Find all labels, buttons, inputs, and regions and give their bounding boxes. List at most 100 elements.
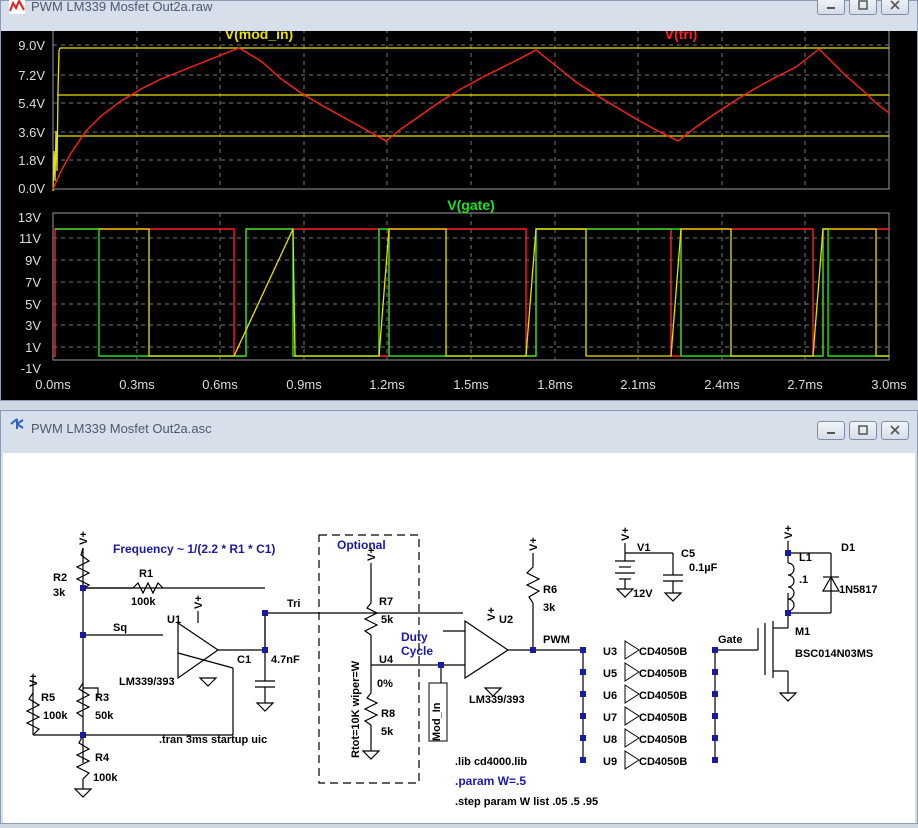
c5-ref[interactable]: C5 — [681, 548, 695, 560]
param-directive[interactable]: .param W=.5 — [455, 774, 526, 788]
buffer-part: CD4050B — [639, 756, 687, 768]
duty-label: Duty — [401, 630, 428, 644]
buffer-triangles — [624, 640, 640, 770]
cycle-label: Cycle — [401, 644, 433, 658]
vplus-label: V+ — [78, 531, 90, 545]
buffer-ref[interactable]: U6 — [603, 690, 617, 702]
schematic-window: PWM LM339 Mosfet Out2a.asc — [0, 410, 918, 824]
step-directive[interactable]: .step param W list .05 .5 .95 — [455, 796, 598, 808]
r5-value: 100k — [43, 710, 68, 722]
r3-ref[interactable]: R3 — [95, 692, 109, 704]
waveform-plot-area[interactable]: 9.0V 7.2V 5.4V 3.6V 1.8V 0.0V V(mod_in) … — [1, 26, 917, 400]
v1-value: 12V — [633, 588, 653, 600]
top-ytick-0: 9.0V — [18, 38, 45, 53]
schematic-canvas[interactable]: Frequency ~ 1/(2.2 * R1 * C1) Optional D… — [3, 453, 915, 823]
buffer-ref[interactable]: U5 — [603, 668, 617, 680]
optional-box — [318, 534, 420, 784]
close-button[interactable] — [881, 0, 909, 15]
ground-icon — [74, 788, 92, 798]
u4-ref[interactable]: U4 — [379, 654, 394, 666]
r4-value: 100k — [93, 772, 118, 784]
trace-label-mod-in[interactable]: V(mod_in) — [225, 26, 293, 42]
top-ytick-4: 1.8V — [18, 153, 45, 168]
bottom-ytick-0: 13V — [18, 210, 41, 225]
vplus-label: V+ — [783, 525, 795, 539]
lib-directive[interactable]: .lib cd4000.lib — [455, 756, 527, 768]
buffer-part: CD4050B — [639, 646, 687, 658]
trace-label-gate[interactable]: V(gate) — [447, 197, 494, 213]
schematic-window-title: PWM LM339 Mosfet Out2a.asc — [31, 421, 212, 436]
minimize-button[interactable] — [817, 421, 845, 440]
net-mod-in: Mod_In — [431, 702, 443, 741]
r5-ref[interactable]: R5 — [41, 692, 55, 704]
gate-trace-yellow — [99, 228, 889, 357]
r7-value: 5k — [381, 614, 394, 626]
c5-value: 0.1µF — [689, 562, 718, 574]
l1-ref[interactable]: L1 — [799, 552, 812, 564]
minimize-button[interactable] — [817, 0, 845, 15]
xtick-0: 0.0ms — [35, 377, 71, 392]
tri-trace — [52, 47, 890, 190]
l1-value: .1 — [799, 574, 808, 586]
xtick-8: 2.4ms — [704, 377, 740, 392]
waveform-window-title: PWM LM339 Mosfet Out2a.raw — [31, 0, 213, 14]
r3-value: 50k — [95, 710, 114, 722]
schematic-wires — [25, 541, 841, 789]
buffer-ref[interactable]: U7 — [603, 712, 617, 724]
r8-ref[interactable]: R8 — [381, 708, 395, 720]
bottom-ytick-3: 7V — [25, 275, 41, 290]
top-ytick-1: 7.2V — [18, 68, 45, 83]
r8-value: 5k — [381, 726, 394, 738]
vplus-label: V+ — [28, 673, 40, 687]
d1-value: 1N5817 — [839, 584, 878, 596]
buffer-ref[interactable]: U8 — [603, 734, 617, 746]
m1-value: BSC014N03MS — [795, 648, 873, 660]
maximize-button[interactable] — [849, 0, 877, 15]
schematic-titlebar[interactable]: PWM LM339 Mosfet Out2a.asc — [1, 411, 917, 440]
buffer-part: CD4050B — [639, 712, 687, 724]
close-button[interactable] — [881, 421, 909, 440]
c1-ref[interactable]: C1 — [237, 654, 251, 666]
top-pane-grid — [53, 29, 889, 189]
u1-ref[interactable]: U1 — [167, 614, 181, 626]
u1-value: LM339/393 — [119, 676, 175, 688]
r6-value: 3k — [543, 602, 556, 614]
net-gate: Gate — [718, 634, 742, 646]
r4-ref[interactable]: R4 — [95, 752, 110, 764]
r6-ref[interactable]: R6 — [543, 584, 557, 596]
waveform-titlebar[interactable]: PWM LM339 Mosfet Out2a.raw — [1, 0, 917, 19]
d1-ref[interactable]: D1 — [841, 542, 855, 554]
vplus-label: V+ — [620, 527, 632, 541]
r7-ref[interactable]: R7 — [379, 596, 393, 608]
optional-label: Optional — [337, 538, 386, 552]
buffer-ref[interactable]: U9 — [603, 756, 617, 768]
net-sq: Sq — [113, 622, 127, 634]
u2-value: LM339/393 — [469, 694, 525, 706]
bottom-ytick-5: 3V — [25, 318, 41, 333]
u2-ref[interactable]: U2 — [499, 614, 513, 626]
xtick-6: 1.8ms — [537, 377, 573, 392]
maximize-button[interactable] — [849, 421, 877, 440]
buffer-part: CD4050B — [639, 690, 687, 702]
schematic-svg: Frequency ~ 1/(2.2 * R1 * C1) Optional D… — [25, 525, 878, 808]
trace-label-tri[interactable]: V(tri) — [665, 26, 698, 42]
m1-ref[interactable]: M1 — [795, 626, 810, 638]
buffer-ref[interactable]: U3 — [603, 646, 617, 658]
vplus-label: V+ — [366, 547, 378, 561]
tran-directive[interactable]: .tran 3ms startup uic — [159, 734, 267, 746]
xtick-5: 1.5ms — [453, 377, 489, 392]
bottom-pane-grid — [53, 213, 889, 360]
bottom-ytick-6: 1V — [25, 340, 41, 355]
schematic-app-icon — [10, 418, 24, 429]
xtick-9: 2.7ms — [787, 377, 823, 392]
u4-value: 0% — [377, 678, 393, 690]
buffer-part: CD4050B — [639, 668, 687, 680]
net-tri: Tri — [287, 598, 300, 610]
r2-ref[interactable]: R2 — [53, 572, 67, 584]
vplus-label: V+ — [528, 537, 540, 551]
ground-icon — [779, 692, 797, 702]
c1-value: 4.7nF — [271, 654, 300, 666]
r1-ref[interactable]: R1 — [139, 568, 153, 580]
v1-ref[interactable]: V1 — [637, 542, 650, 554]
top-ytick-2: 5.4V — [18, 96, 45, 111]
